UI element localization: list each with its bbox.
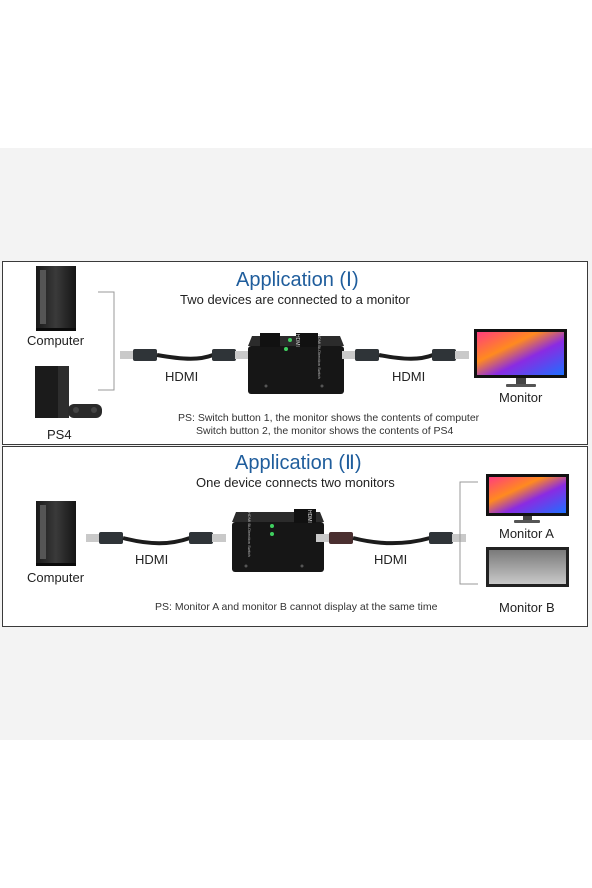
monitor-a-label: Monitor A xyxy=(499,526,554,541)
ps-note-2: PS: Monitor A and monitor B cannot displ… xyxy=(155,601,438,613)
hdmi-label-right: HDMI xyxy=(392,369,426,384)
application-1-title: Application (Ⅰ) xyxy=(236,269,359,291)
monitor-b-label: Monitor B xyxy=(499,600,555,615)
computer-label-2: Computer xyxy=(27,570,85,585)
hdmi-cable-right-2 xyxy=(316,532,466,546)
application-2-subtitle: One device connects two monitors xyxy=(196,475,395,490)
computer-icon-2 xyxy=(36,501,76,566)
ps-note-line-2: Switch button 2, the monitor shows the c… xyxy=(196,425,454,437)
ps4-label: PS4 xyxy=(47,427,72,442)
hdmi-switch-box xyxy=(248,333,344,394)
computer-label: Computer xyxy=(27,333,85,348)
hdmi-label-left-2: HDMI xyxy=(135,552,169,567)
switch-model-text-2: HDMI Bi-Direction Switch xyxy=(247,512,252,557)
monitor-icon xyxy=(474,329,567,387)
hdmi-cable-left xyxy=(120,349,249,361)
monitor-label: Monitor xyxy=(499,390,543,405)
ps4-console-icon xyxy=(35,366,102,418)
hdmi-cable-left-2 xyxy=(86,532,226,546)
hdmi-cable-right xyxy=(342,349,469,361)
computer-icon xyxy=(36,266,76,331)
application-1-subtitle: Two devices are connected to a monitor xyxy=(180,292,410,307)
monitor-a-icon xyxy=(486,474,569,523)
switch-model-text: HDMI Bi-Direction Switch xyxy=(317,334,322,379)
switch-brand-text-2: HDMI xyxy=(306,510,312,523)
bracket-line xyxy=(98,291,115,391)
hdmi-switch-box-2 xyxy=(232,509,324,572)
switch-brand-text: HDMI xyxy=(294,334,300,347)
ps-note-line-1: PS: Switch button 1, the monitor shows t… xyxy=(178,412,480,424)
hdmi-label-right-2: HDMI xyxy=(374,552,408,567)
application-2-title: Application (Ⅱ) xyxy=(235,452,362,474)
monitor-b-icon xyxy=(486,547,569,587)
hdmi-label-left: HDMI xyxy=(165,369,199,384)
bracket-line-2 xyxy=(459,481,478,585)
